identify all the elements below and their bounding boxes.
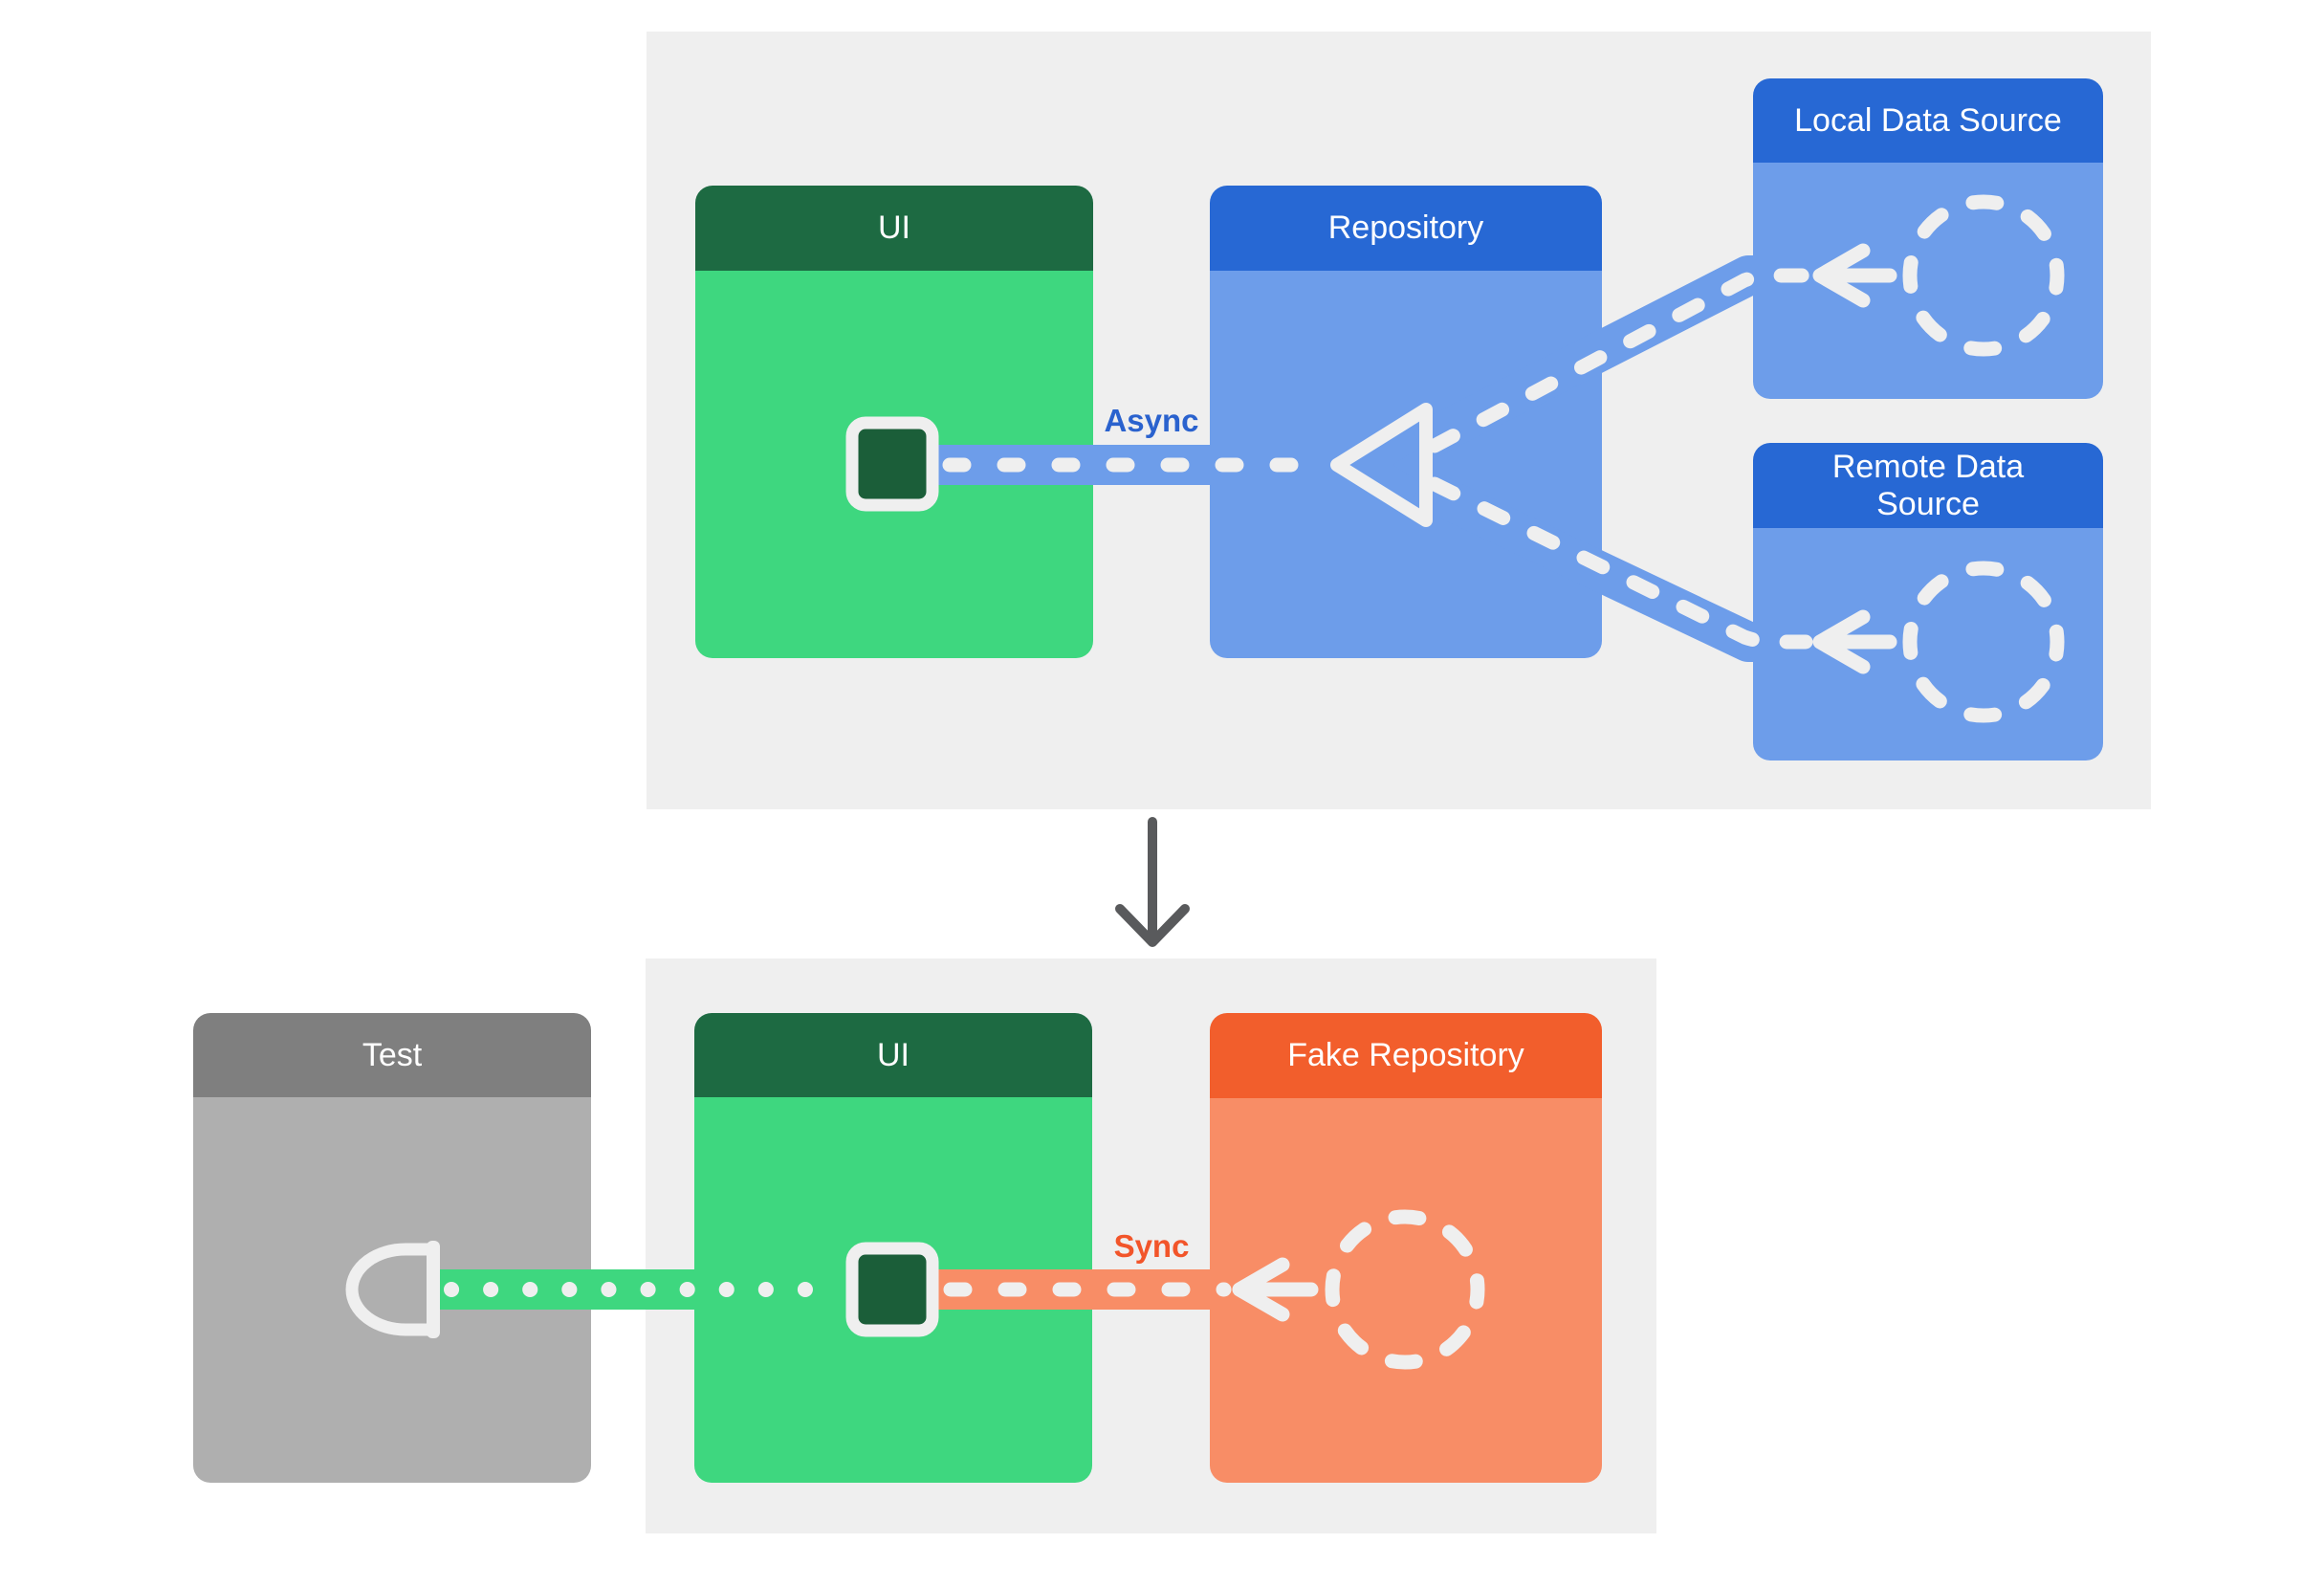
fake-repository-body <box>1210 1098 1602 1483</box>
test-box-body <box>193 1097 591 1483</box>
remote-data-source-body <box>1753 528 2103 760</box>
repository-box-body <box>1210 271 1602 658</box>
test-box-header: Test <box>193 1013 591 1097</box>
fake-repository-label: Fake Repository <box>1287 1037 1524 1074</box>
remote-data-source-box: Remote Data Source <box>1753 443 2103 760</box>
remote-data-source-header: Remote Data Source <box>1753 443 2103 528</box>
repository-box-header: Repository <box>1210 186 1602 271</box>
ui-box-bottom-label: UI <box>877 1036 910 1073</box>
fake-repository-header: Fake Repository <box>1210 1013 1602 1098</box>
async-connection-label: Async <box>1104 403 1199 438</box>
local-data-source-label: Local Data Source <box>1794 101 2062 139</box>
sync-connection-label: Sync <box>1113 1228 1190 1264</box>
down-arrow-icon <box>1115 817 1190 947</box>
test-box-label: Test <box>362 1036 423 1073</box>
ui-box-top-body <box>695 271 1093 658</box>
ui-box-top-header: UI <box>695 186 1093 271</box>
down-arrow-head <box>1115 904 1190 947</box>
repository-box-label: Repository <box>1327 209 1484 247</box>
local-data-source-body <box>1753 163 2103 399</box>
ui-box-top-label: UI <box>878 209 910 247</box>
local-data-source-box: Local Data Source <box>1753 78 2103 399</box>
ui-box-bottom-body <box>694 1097 1092 1483</box>
local-data-source-header: Local Data Source <box>1753 78 2103 163</box>
test-box: Test <box>193 1013 591 1483</box>
remote-data-source-label: Remote Data Source <box>1831 449 2025 522</box>
ui-box-bottom-header: UI <box>694 1013 1092 1097</box>
